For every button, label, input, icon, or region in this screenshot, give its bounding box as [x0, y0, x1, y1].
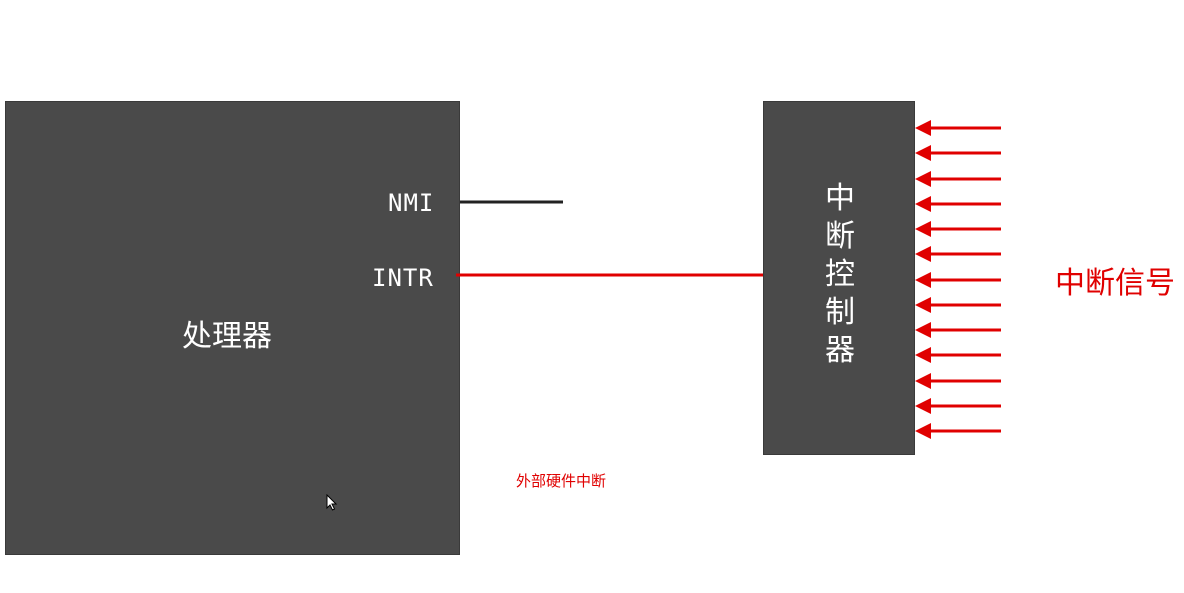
processor-block [5, 101, 460, 555]
left-arrow-icon [915, 272, 931, 288]
left-arrow-icon [915, 297, 931, 313]
processor-label: 处理器 [182, 319, 272, 354]
left-arrow-icon [915, 398, 931, 414]
interrupt-signal-arrows [915, 120, 1001, 439]
left-arrow-icon [915, 246, 931, 262]
left-arrow-icon [915, 322, 931, 338]
left-arrow-icon [915, 347, 931, 363]
left-arrow-icon [915, 145, 931, 161]
nmi-pin-label: NMI [388, 189, 435, 217]
interrupt-controller-label: 中断控制器 [825, 181, 855, 368]
left-arrow-icon [915, 196, 931, 212]
left-arrow-icon [915, 221, 931, 237]
external-hardware-interrupt-caption: 外部硬件中断 [516, 472, 607, 490]
left-arrow-icon [915, 373, 931, 389]
left-arrow-icon [915, 423, 931, 439]
intr-pin-label: INTR [372, 264, 434, 292]
interrupt-controller-block [763, 101, 915, 455]
left-arrow-icon [915, 120, 931, 136]
left-arrow-icon [915, 171, 931, 187]
mouse-pointer-icon [326, 494, 338, 511]
interrupt-signals-label: 中断信号 [1055, 266, 1175, 301]
